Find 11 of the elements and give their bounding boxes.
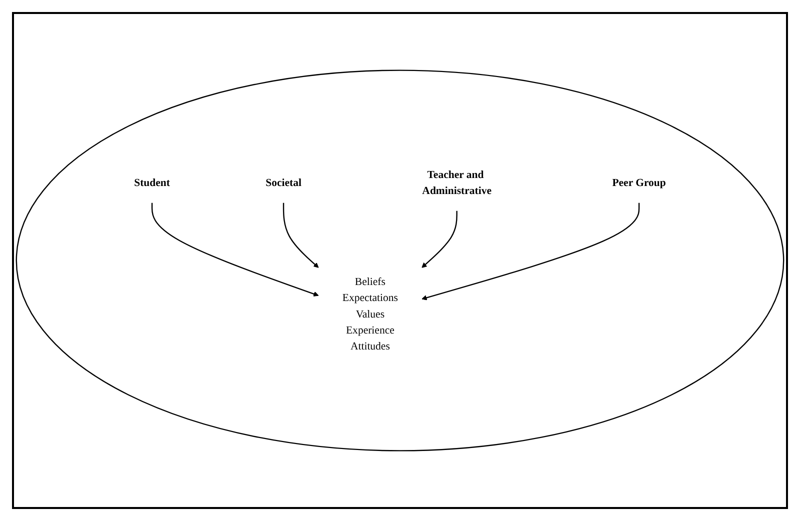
ellipse-outline — [16, 70, 784, 452]
arrow — [422, 210, 458, 268]
diagram: Student Beliefs Expectations Values Experience Attitudes Societal Teacher and Administrative Peer Group — [14, 14, 786, 507]
node-text: Teacher and Administrative — [422, 168, 492, 197]
node-text: Beliefs Expectations Values Experience Attitudes — [342, 275, 398, 352]
arrow — [422, 202, 640, 300]
node-text: Student — [134, 176, 170, 188]
arrow — [282, 202, 319, 268]
node-text: Peer Group — [612, 176, 666, 188]
arrow — [151, 202, 319, 296]
node-text: Societal — [266, 176, 302, 188]
